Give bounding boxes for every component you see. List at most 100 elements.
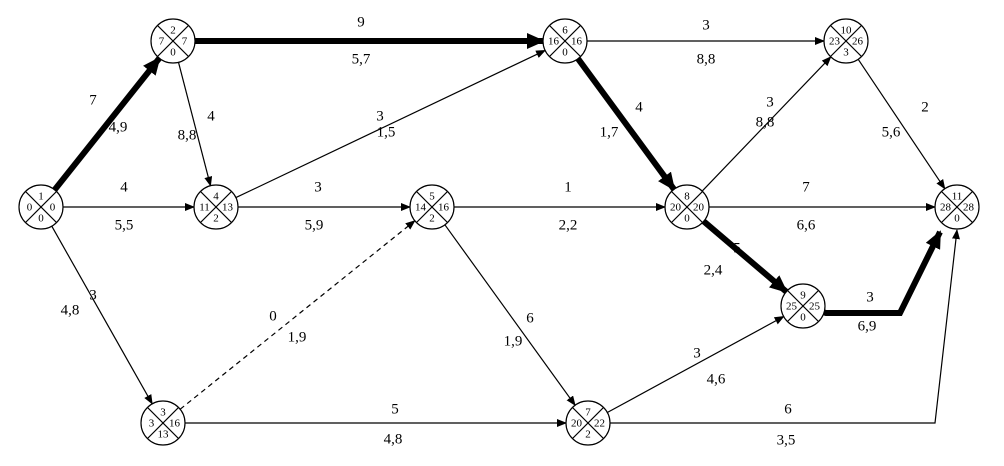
edge-duration-label: 5: [733, 240, 741, 256]
edge-duration-label: 6: [784, 401, 792, 417]
labels-layer: 74,945,534,895,748,831,535,901,954,812,2…: [61, 14, 929, 448]
edge-extra-label: 5,7: [352, 51, 371, 67]
node-reserve: 0: [684, 213, 690, 225]
node-reserve: 2: [585, 429, 591, 441]
edge-duration-label: 3: [766, 94, 774, 110]
edge-duration-label: 7: [802, 179, 810, 195]
edge-duration-label: 7: [89, 92, 97, 108]
edge-extra-label: 1,7: [600, 124, 619, 140]
node-late-time: 16: [571, 36, 583, 48]
edge-extra-label: 6,9: [858, 318, 877, 334]
node-late-time: 16: [169, 418, 181, 430]
node-divider: [25, 191, 57, 223]
node-late-time: 20: [693, 202, 705, 214]
node-number: 5: [429, 191, 435, 203]
node-number: 9: [800, 290, 806, 302]
edge-8-10: [701, 56, 832, 192]
edge-2-4: [177, 62, 213, 187]
node-early-time: 23: [829, 36, 841, 48]
edge-duration-label: 3: [702, 17, 710, 33]
node-reserve: 0: [954, 213, 960, 225]
edge-duration-label: 0: [269, 308, 277, 324]
node-number: 7: [585, 407, 591, 419]
node-number: 1: [38, 191, 44, 203]
edge-extra-label: 5,5: [115, 217, 134, 233]
node-reserve: 13: [158, 429, 170, 441]
edge-extra-label: 8,8: [697, 51, 716, 67]
node-number: 8: [684, 191, 690, 203]
edge-1-2-critical: [52, 56, 162, 192]
edge-duration-label: 3: [314, 179, 322, 195]
node-early-time: 3: [149, 418, 155, 430]
node-number: 11: [952, 191, 963, 203]
edge-extra-label: 8,8: [756, 114, 775, 130]
edge-duration-label: 2: [921, 99, 929, 115]
node-early-time: 25: [786, 301, 798, 313]
node-number: 2: [170, 25, 176, 37]
edge-duration-label: 3: [376, 108, 384, 124]
edges-layer: [51, 33, 960, 427]
node-early-time: 28: [940, 202, 952, 214]
event-node-9: 925 250: [780, 283, 826, 329]
edge-extra-label: 2,2: [559, 217, 578, 233]
node-reserve: 0: [800, 312, 806, 324]
node-early-time: 14: [415, 202, 427, 214]
node-late-time: 26: [852, 36, 864, 48]
edge-duration-label: 1: [564, 179, 572, 195]
edge-extra-label: 5,9: [305, 217, 324, 233]
node-early-time: 11: [199, 202, 210, 214]
node-late-time: 7: [182, 36, 188, 48]
node-divider: [147, 407, 179, 439]
node-number: 3: [160, 407, 166, 419]
node-early-time: 7: [159, 36, 165, 48]
node-reserve: 3: [843, 47, 849, 59]
node-divider: [416, 191, 448, 223]
edge-6-8-critical: [575, 56, 677, 192]
edge-extra-label: 2,4: [704, 262, 723, 278]
node-late-time: 25: [809, 301, 821, 313]
edge-duration-label: 3: [89, 287, 97, 303]
edge-extra-label: 4,6: [707, 371, 726, 387]
edge-extra-label: 5,6: [882, 124, 901, 140]
edge-extra-label: 4,8: [61, 302, 80, 318]
edge-duration-label: 4: [120, 179, 128, 195]
edge-extra-label: 4,9: [109, 119, 128, 135]
node-number: 6: [562, 25, 568, 37]
node-late-time: 16: [438, 202, 450, 214]
node-divider: [572, 407, 604, 439]
node-divider: [941, 191, 973, 223]
event-node-6: 616 160: [542, 18, 588, 64]
edge-duration-label: 6: [526, 310, 534, 326]
edge-extra-label: 8,8: [178, 127, 197, 143]
node-number: 4: [213, 191, 219, 203]
node-divider: [671, 191, 703, 223]
node-reserve: 0: [38, 213, 44, 225]
node-divider: [200, 191, 232, 223]
node-late-time: 28: [963, 202, 975, 214]
edge-duration-label: 3: [693, 345, 701, 361]
edge-9-11-critical: [823, 230, 943, 316]
edge-5-7: [444, 224, 576, 407]
node-reserve: 0: [562, 47, 568, 59]
edge-7-11: [610, 229, 960, 424]
edge-extra-label: 1,9: [288, 329, 307, 345]
node-early-time: 16: [548, 36, 560, 48]
edge-3-5: [179, 220, 416, 410]
node-divider: [787, 290, 819, 322]
edge-1-3: [51, 225, 153, 405]
node-late-time: 22: [594, 418, 605, 430]
node-late-time: 13: [222, 202, 234, 214]
node-number: 10: [841, 25, 853, 37]
node-early-time: 0: [27, 202, 33, 214]
edge-extra-label: 1,5: [377, 124, 396, 140]
node-early-time: 20: [571, 418, 583, 430]
